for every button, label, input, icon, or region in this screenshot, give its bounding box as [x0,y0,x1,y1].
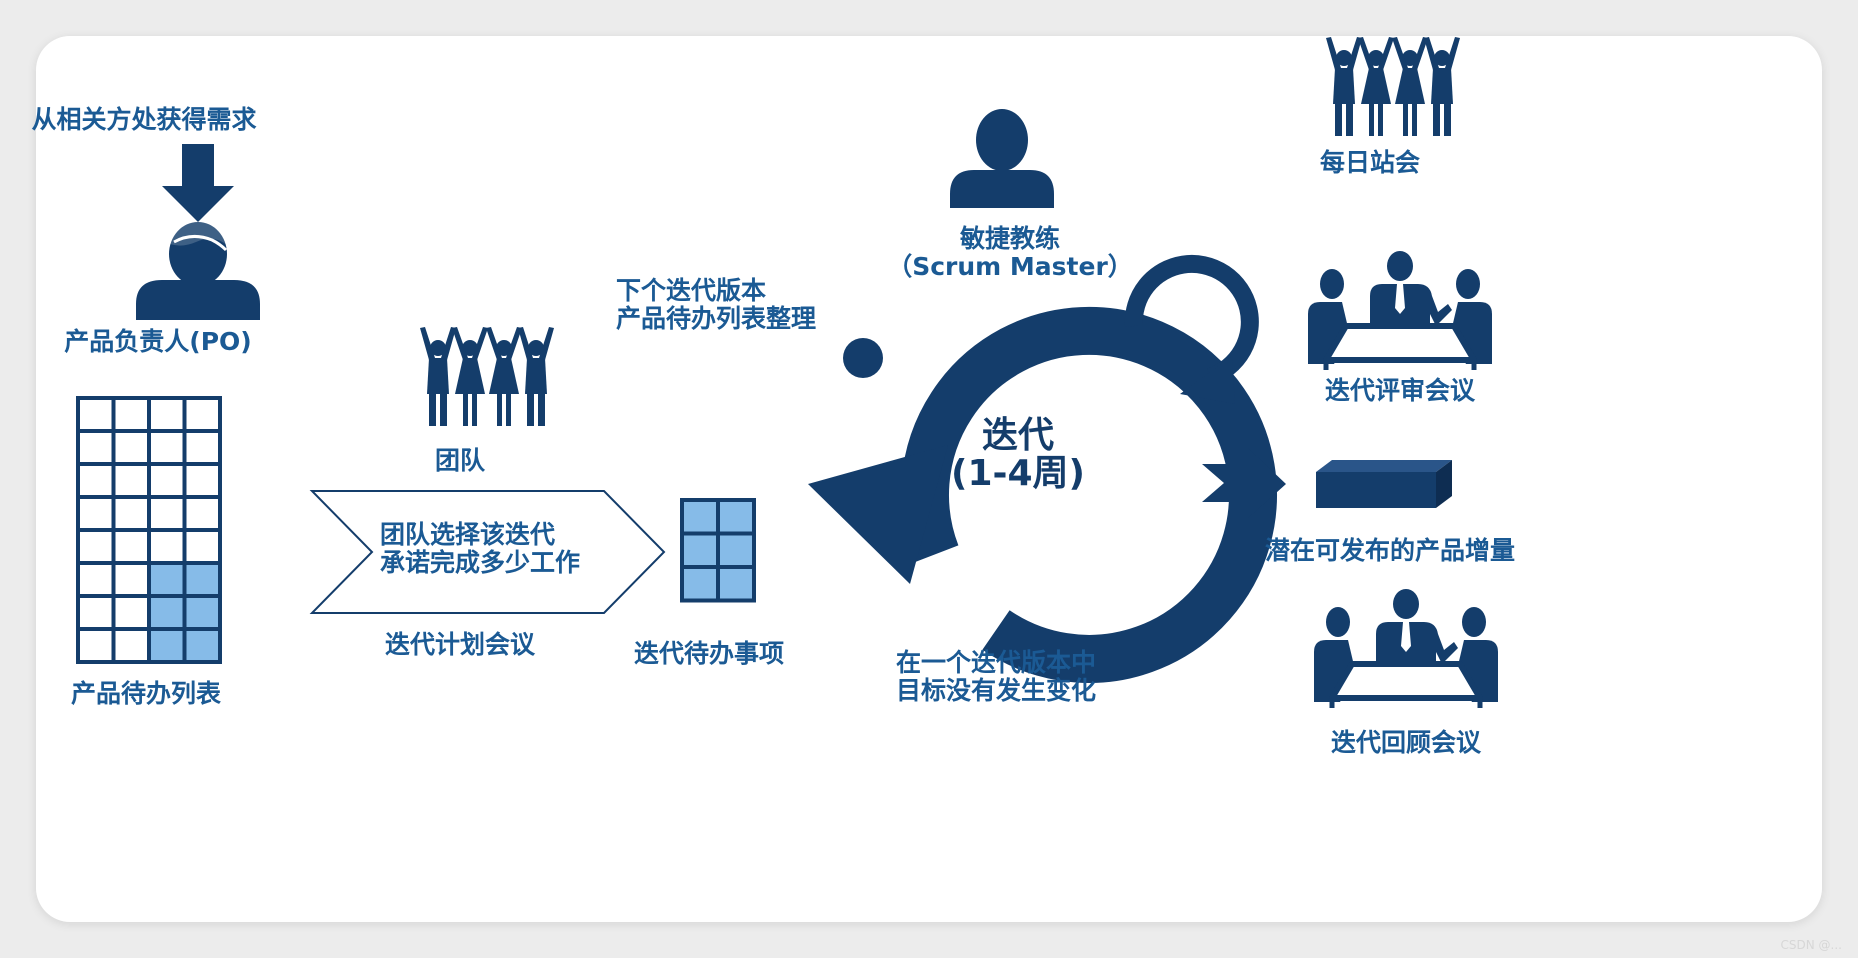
grid-cell [111,462,151,499]
grid-cell [76,627,116,664]
sprint-goal-line1: 在一个迭代版本中 [896,648,1097,677]
grid-cell [111,528,151,565]
grid-cell [147,561,187,598]
scrum-master-line1: 敏捷教练 [959,224,1061,253]
retrospective-icon [1314,589,1498,708]
grid-cell [76,429,116,466]
team-label: 团队 [434,446,486,475]
grid-cell [182,561,222,598]
product-increment-icon [1316,460,1452,508]
grid-cell [182,594,222,631]
product-owner-icon [136,221,260,320]
grid-cell [111,495,151,532]
grid-cell [182,495,222,532]
grid-cell [147,627,187,664]
scrum-diagram-graphics [76,37,1822,922]
grid-cell [76,396,116,433]
product-owner-label: 产品负责人(PO) [64,327,252,356]
planning-chevron [309,490,666,614]
sprint-duration-label: (1-4周) [951,453,1085,494]
grid-cell [76,528,116,565]
grid-cell [182,429,222,466]
sprint-review-icon [1308,251,1492,370]
planning-text-line2: 承诺完成多少工作 [380,548,581,577]
grid-cell [182,528,222,565]
grid-cell [147,594,187,631]
grid-cell [147,495,187,532]
product-backlog-label: 产品待办列表 [70,679,222,708]
grid-cell [182,396,222,433]
grid-cell [680,565,720,603]
grid-cell [111,561,151,598]
daily-standup-label: 每日站会 [1319,148,1421,177]
daily-loop-arrow [1124,254,1259,404]
grid-cell [147,396,187,433]
grid-cell [147,462,187,499]
grid-cell [76,462,116,499]
grid-cell [76,594,116,631]
team-icon [1326,37,1460,136]
sprint-backlog-grid [680,498,756,603]
grid-cell [182,462,222,499]
grid-cell [111,396,151,433]
product-backlog-grid [76,396,222,664]
grid-cell [716,565,756,603]
product-increment-label: 潜在可发布的产品增量 [1264,536,1516,565]
grid-cell [182,627,222,664]
grid-cell [680,498,720,536]
scrum-master-icon [950,109,1054,208]
grid-cell [111,627,151,664]
grid-cell [76,495,116,532]
retrospective-label: 迭代回顾会议 [1330,728,1482,757]
down-arrow-icon [162,144,234,222]
right-arrow-icon [1202,448,1286,518]
sprint-goal-line2: 目标没有发生变化 [896,676,1097,705]
sprint-planning-label: 迭代计划会议 [384,630,536,659]
grid-cell [716,531,756,569]
team-icon [420,327,554,426]
sprint-backlog-label: 迭代待办事项 [633,639,785,668]
next-backlog-line2: 产品待办列表整理 [616,304,817,333]
scrum-master-line2: （Scrum Master） [887,252,1133,281]
grid-cell [111,594,151,631]
grid-cell [716,498,756,536]
watermark: CSDN @... [1780,938,1842,952]
grid-cell [680,531,720,569]
next-backlog-line1: 下个迭代版本 [616,276,767,305]
diagram-card: 从相关方处获得需求 产品负责人(PO) 产品待办列表 团队 团队选择该迭代 承诺… [31,36,1822,922]
grid-cell [147,528,187,565]
requirement-source-label: 从相关方处获得需求 [31,105,257,134]
sprint-review-label: 迭代评审会议 [1324,376,1476,405]
grid-cell [76,561,116,598]
sprint-label: 迭代 [981,415,1055,456]
planning-text-line1: 团队选择该迭代 [380,520,556,549]
grid-cell [147,429,187,466]
grid-cell [111,429,151,466]
